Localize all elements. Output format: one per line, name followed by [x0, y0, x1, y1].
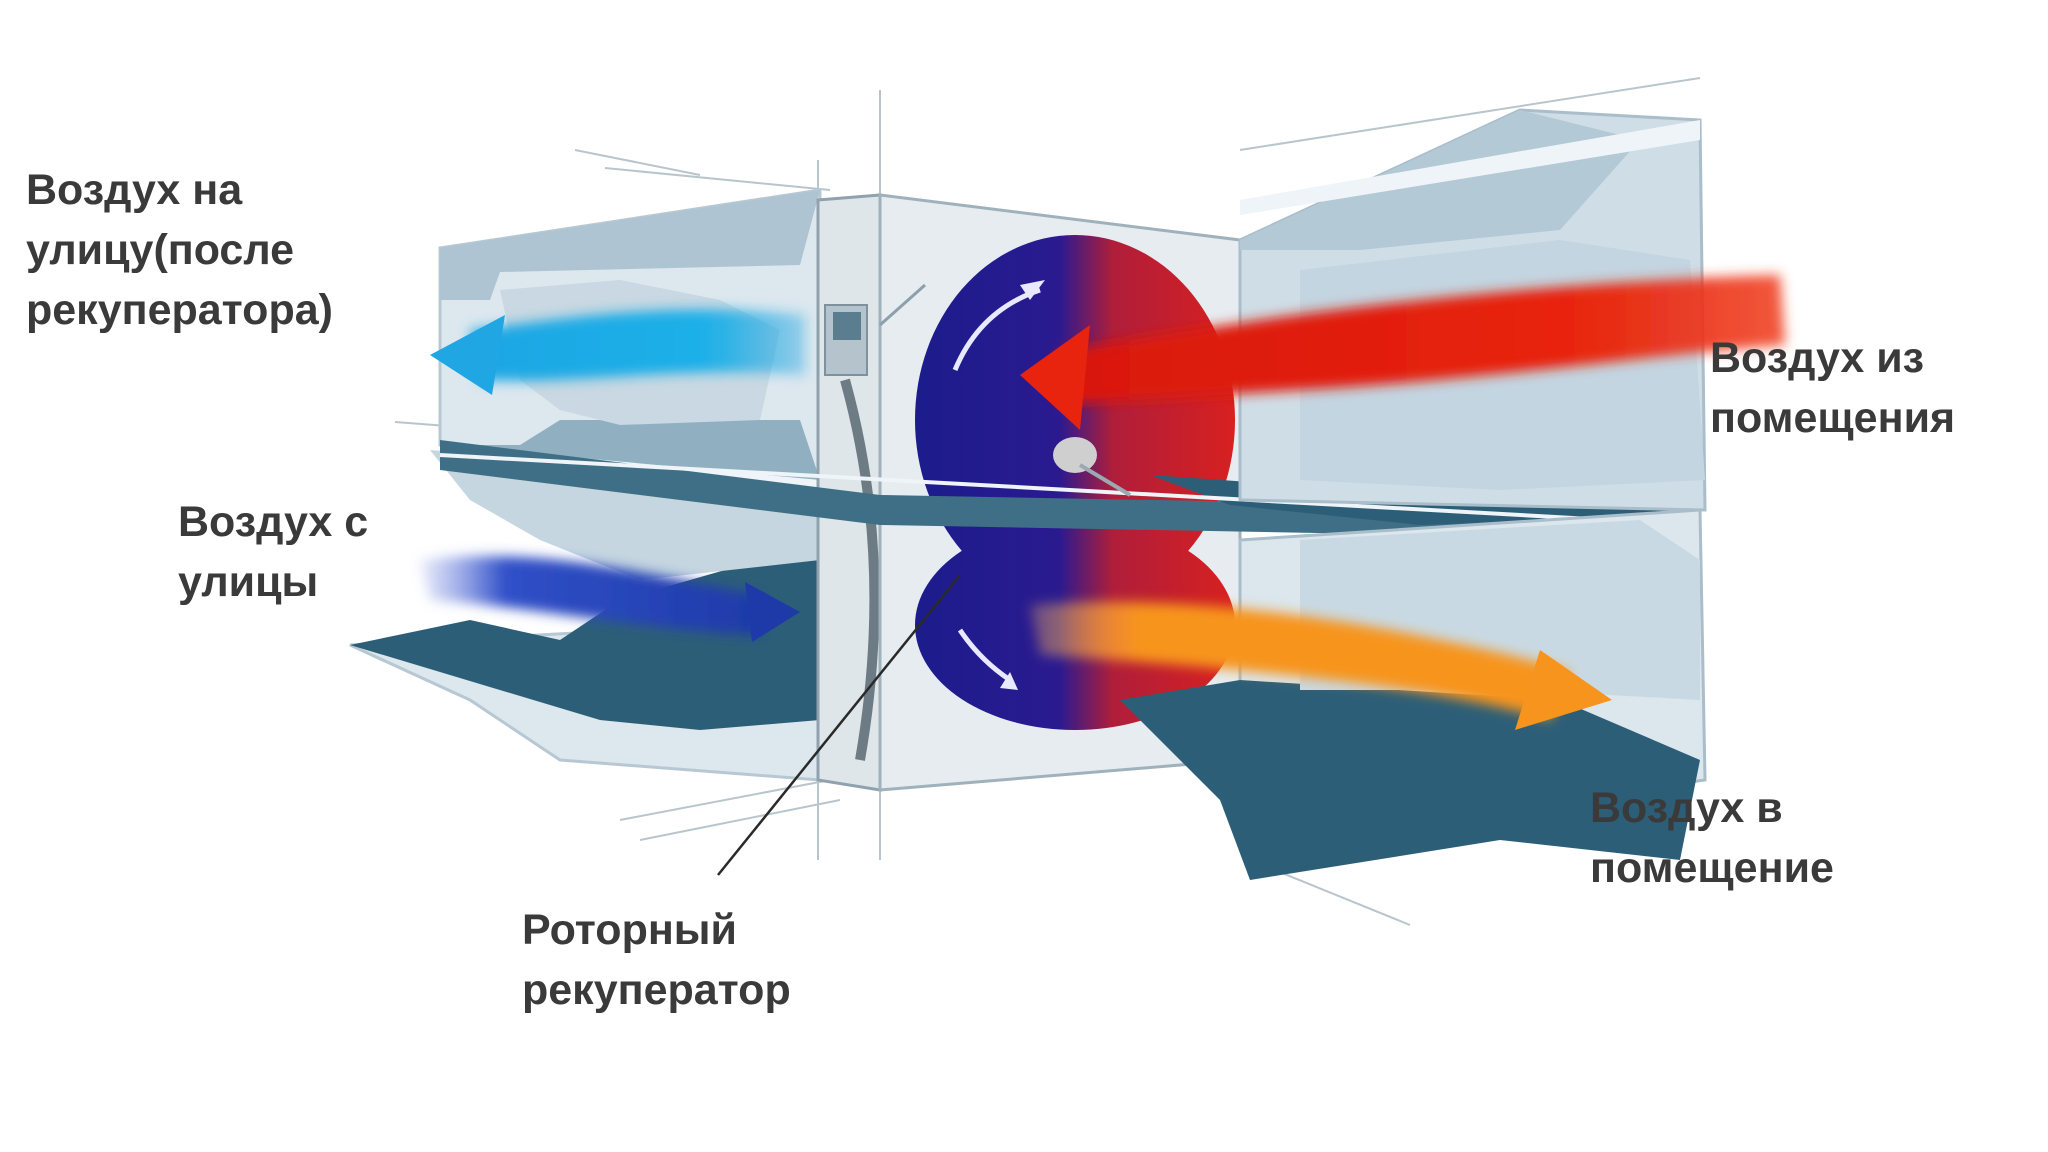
arrow-supply-in [1030, 601, 1612, 730]
label-exhaust-out-line3: рекуператора) [26, 286, 333, 334]
label-fresh-in: Воздух с улицы [178, 492, 368, 612]
label-supply-in: Воздух в помещение [1590, 778, 1834, 898]
label-room-out-line1: Воздух из [1710, 334, 1925, 382]
label-supply-in-line2: помещение [1590, 844, 1834, 892]
label-fresh-in-line2: улицы [178, 558, 319, 606]
label-exhaust-out-line1: Воздух на [26, 166, 243, 214]
label-exhaust-out-line2: улицу(после [26, 226, 295, 274]
label-room-out-line2: помещения [1710, 394, 1956, 442]
arrow-room-out [1020, 275, 1785, 430]
rotor-pointer-line [717, 574, 961, 876]
label-rotor-line1: Роторный [522, 906, 737, 954]
label-exhaust-out: Воздух на улицу(после рекуператора) [26, 160, 333, 340]
label-rotor-line2: рекуператор [522, 966, 791, 1014]
arrow-exhaust-out [430, 309, 805, 395]
label-fresh-in-line1: Воздух с [178, 498, 369, 546]
arrow-fresh-in [420, 555, 800, 642]
label-supply-in-line1: Воздух в [1590, 784, 1783, 832]
label-room-out: Воздух из помещения [1710, 328, 1955, 448]
label-rotor: Роторный рекуператор [522, 900, 791, 1020]
